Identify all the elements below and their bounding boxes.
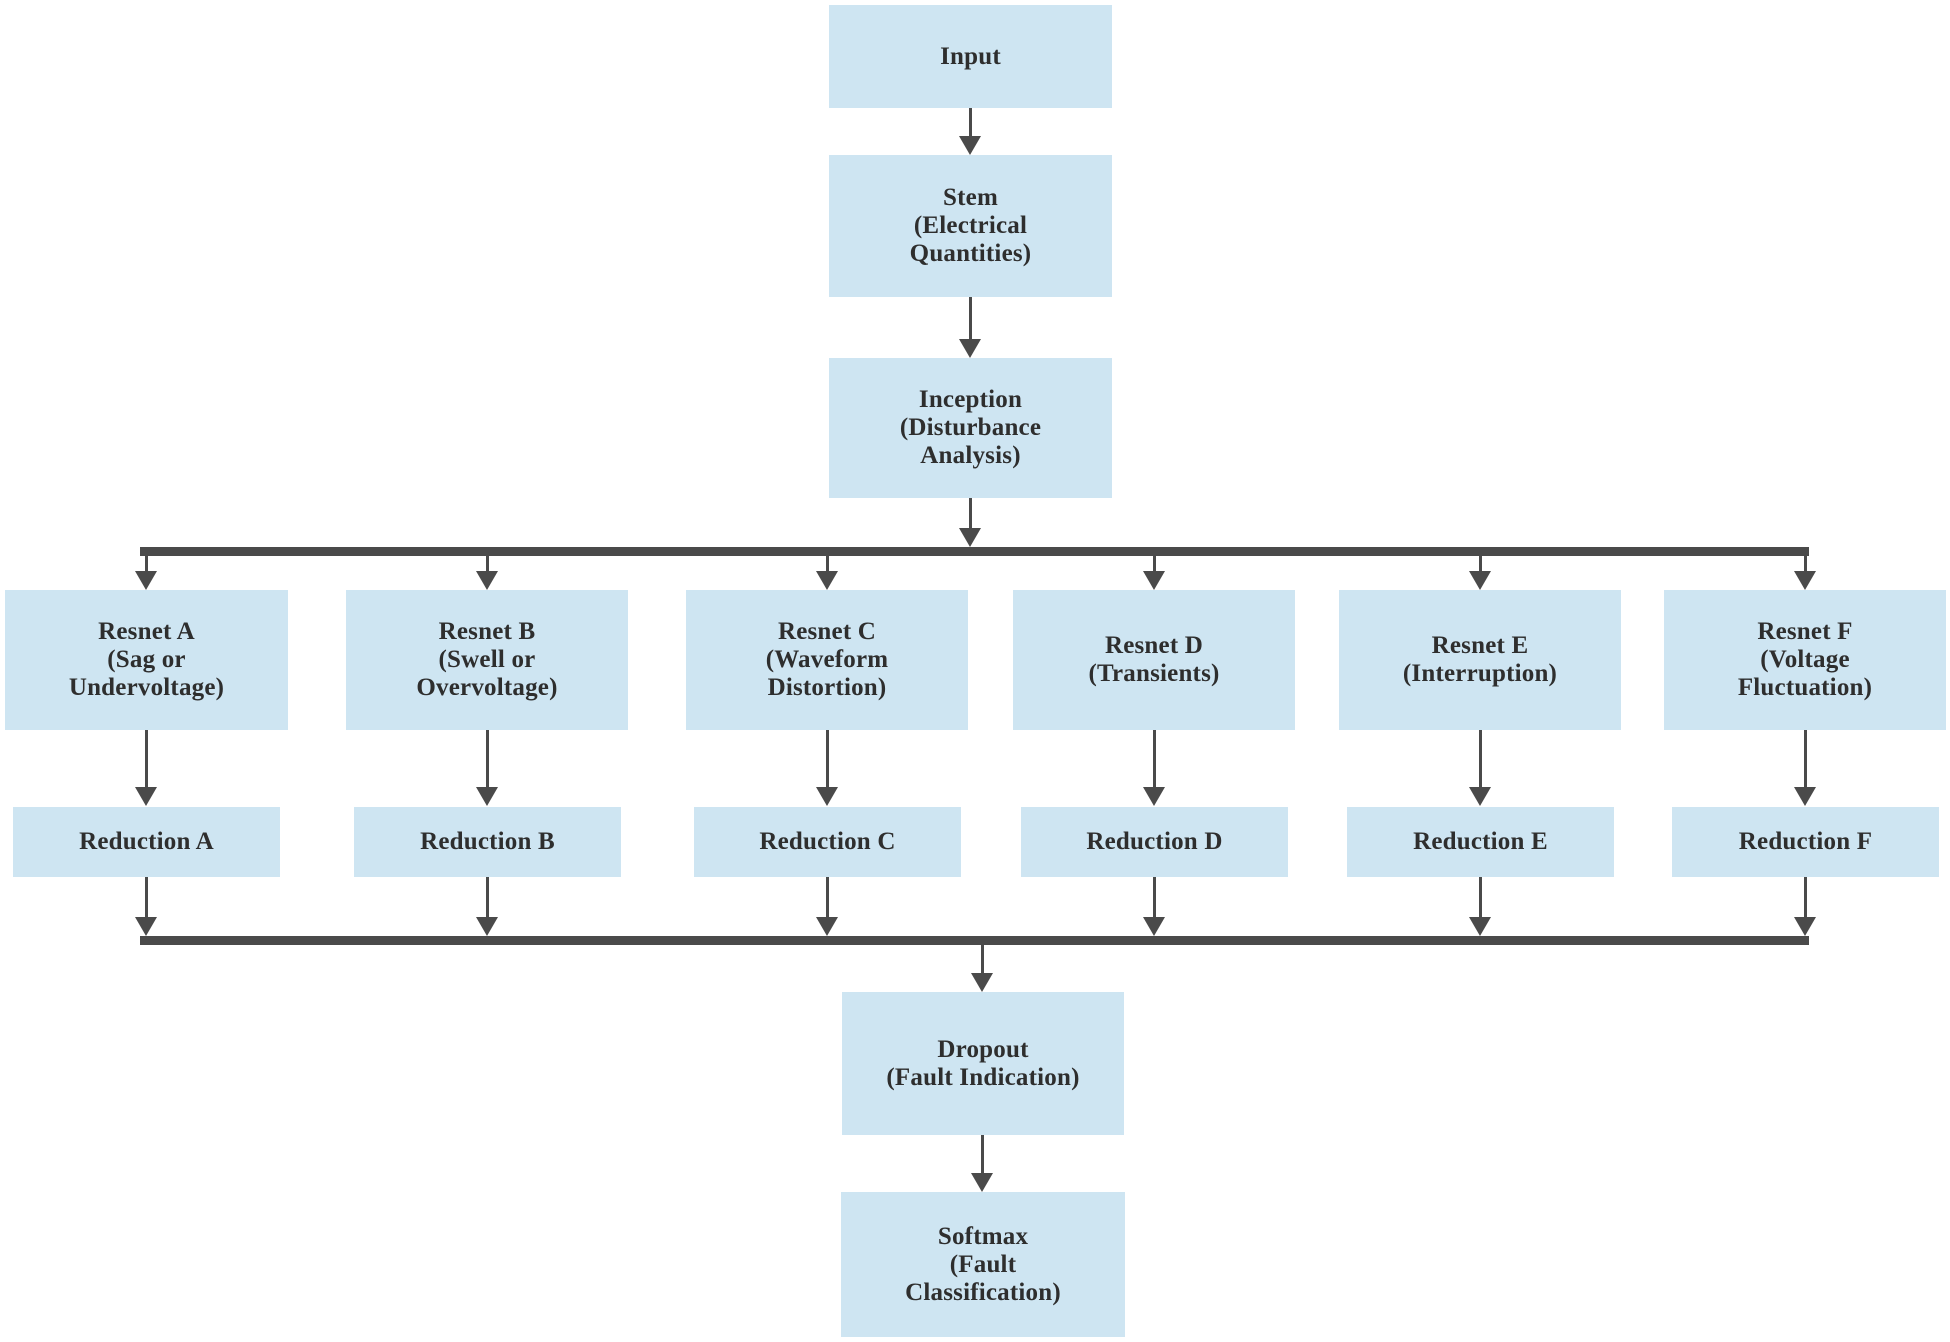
node-reduction-e: Reduction E — [1347, 807, 1614, 877]
arrow-resnet-f-to-reduction-f-head — [1794, 787, 1816, 806]
node-reduction-c: Reduction C — [694, 807, 961, 877]
arrow-resnet-e-to-reduction-e-line — [1479, 730, 1482, 787]
node-inception: Inception (Disturbance Analysis) — [829, 358, 1112, 498]
node-resnet-e-label: Resnet E (Interruption) — [1402, 632, 1558, 687]
node-stem-label: Stem (Electrical Quantities) — [909, 184, 1032, 267]
node-inception-label: Inception (Disturbance Analysis) — [899, 386, 1042, 469]
node-reduction-f-label: Reduction F — [1738, 828, 1873, 855]
drop-b-line — [486, 556, 489, 572]
node-input-label: Input — [940, 42, 1001, 70]
arrow-resnet-d-to-reduction-d-head — [1143, 787, 1165, 806]
drop-e-line — [1479, 556, 1482, 572]
node-reduction-d-label: Reduction D — [1086, 828, 1223, 855]
arrow-merge-to-dropout-head — [971, 973, 993, 992]
arrow-reduction-f-to-merge-head — [1794, 917, 1816, 936]
drop-c-head — [816, 571, 838, 590]
node-resnet-f-label: Resnet F (Voltage Fluctuation) — [1737, 618, 1873, 701]
arrow-merge-to-dropout-line — [981, 945, 984, 974]
node-softmax-label: Softmax (Fault Classification) — [905, 1222, 1061, 1306]
arrow-reduction-d-to-merge-line — [1153, 877, 1156, 918]
arrow-reduction-d-to-merge-head — [1143, 917, 1165, 936]
arrow-reduction-f-to-merge-line — [1804, 877, 1807, 918]
node-reduction-c-label: Reduction C — [759, 828, 896, 855]
drop-d-line — [1153, 556, 1156, 572]
arrow-reduction-c-to-merge-head — [816, 917, 838, 936]
drop-a-line — [145, 556, 148, 572]
drop-b-head — [476, 571, 498, 590]
node-input: Input — [829, 5, 1112, 108]
node-softmax: Softmax (Fault Classification) — [841, 1192, 1125, 1337]
drop-c-line — [826, 556, 829, 572]
drop-f-head — [1794, 571, 1816, 590]
node-resnet-e: Resnet E (Interruption) — [1339, 590, 1621, 730]
arrow-resnet-c-to-reduction-c-head — [816, 787, 838, 806]
node-reduction-d: Reduction D — [1021, 807, 1288, 877]
node-resnet-d: Resnet D (Transients) — [1013, 590, 1295, 730]
arrow-reduction-a-to-merge-line — [145, 877, 148, 918]
node-reduction-e-label: Reduction E — [1413, 828, 1548, 855]
drop-e-head — [1469, 571, 1491, 590]
arrow-reduction-b-to-merge-line — [486, 877, 489, 918]
node-reduction-f: Reduction F — [1672, 807, 1939, 877]
drop-f-line — [1804, 547, 1807, 572]
node-resnet-a-label: Resnet A (Sag or Undervoltage) — [68, 618, 225, 701]
arrow-resnet-a-to-reduction-a-head — [135, 787, 157, 806]
node-resnet-f: Resnet F (Voltage Fluctuation) — [1664, 590, 1946, 730]
arrow-resnet-b-to-reduction-b-line — [486, 730, 489, 787]
arrow-stem-to-inception-line — [969, 297, 972, 340]
fanout-bar — [140, 547, 1809, 556]
node-dropout-label: Dropout (Fault Indication) — [886, 1035, 1080, 1091]
arrow-reduction-c-to-merge-line — [826, 877, 829, 918]
node-reduction-b-label: Reduction B — [420, 828, 555, 855]
node-reduction-a: Reduction A — [13, 807, 280, 877]
arrow-resnet-c-to-reduction-c-line — [826, 730, 829, 787]
arrow-resnet-b-to-reduction-b-head — [476, 787, 498, 806]
arrow-dropout-to-softmax-head — [971, 1173, 993, 1192]
merge-bar — [140, 936, 1809, 945]
arrow-inception-to-fanout-line — [969, 498, 972, 529]
arrow-reduction-a-to-merge-head — [135, 917, 157, 936]
arrow-dropout-to-softmax-line — [981, 1135, 984, 1174]
arrow-reduction-e-to-merge-head — [1469, 917, 1491, 936]
node-reduction-a-label: Reduction A — [79, 828, 214, 855]
node-resnet-c: Resnet C (Waveform Distortion) — [686, 590, 968, 730]
arrow-resnet-a-to-reduction-a-line — [145, 730, 148, 787]
node-dropout: Dropout (Fault Indication) — [842, 992, 1124, 1135]
arrow-reduction-b-to-merge-head — [476, 917, 498, 936]
arrow-resnet-f-to-reduction-f-line — [1804, 730, 1807, 787]
node-resnet-b: Resnet B (Swell or Overvoltage) — [346, 590, 628, 730]
arrow-reduction-e-to-merge-line — [1479, 877, 1482, 918]
node-resnet-b-label: Resnet B (Swell or Overvoltage) — [416, 618, 558, 701]
arrow-input-to-stem-line — [969, 108, 972, 137]
arrow-inception-to-fanout-head — [959, 528, 981, 547]
node-stem: Stem (Electrical Quantities) — [829, 155, 1112, 297]
node-resnet-a: Resnet A (Sag or Undervoltage) — [5, 590, 288, 730]
arrow-resnet-e-to-reduction-e-head — [1469, 787, 1491, 806]
drop-d-head — [1143, 571, 1165, 590]
node-resnet-d-label: Resnet D (Transients) — [1088, 632, 1220, 687]
drop-a-head — [135, 571, 157, 590]
node-resnet-c-label: Resnet C (Waveform Distortion) — [765, 618, 889, 701]
arrow-resnet-d-to-reduction-d-line — [1153, 730, 1156, 787]
arrow-input-to-stem-head — [959, 136, 981, 155]
arrow-stem-to-inception-head — [959, 339, 981, 358]
node-reduction-b: Reduction B — [354, 807, 621, 877]
